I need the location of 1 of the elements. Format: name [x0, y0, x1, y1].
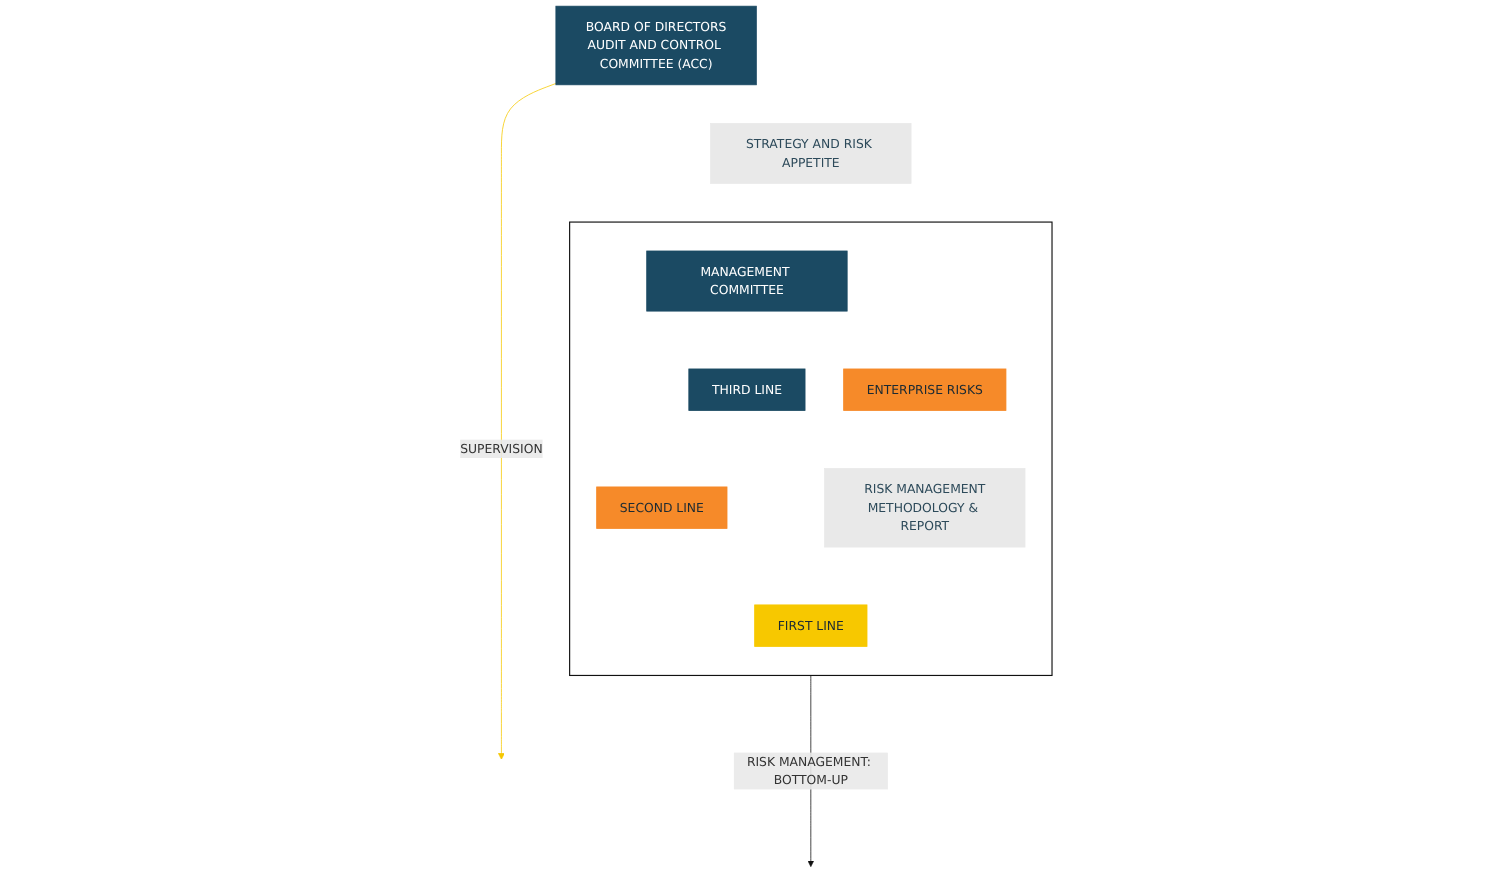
cluster: [568, 221, 1053, 677]
